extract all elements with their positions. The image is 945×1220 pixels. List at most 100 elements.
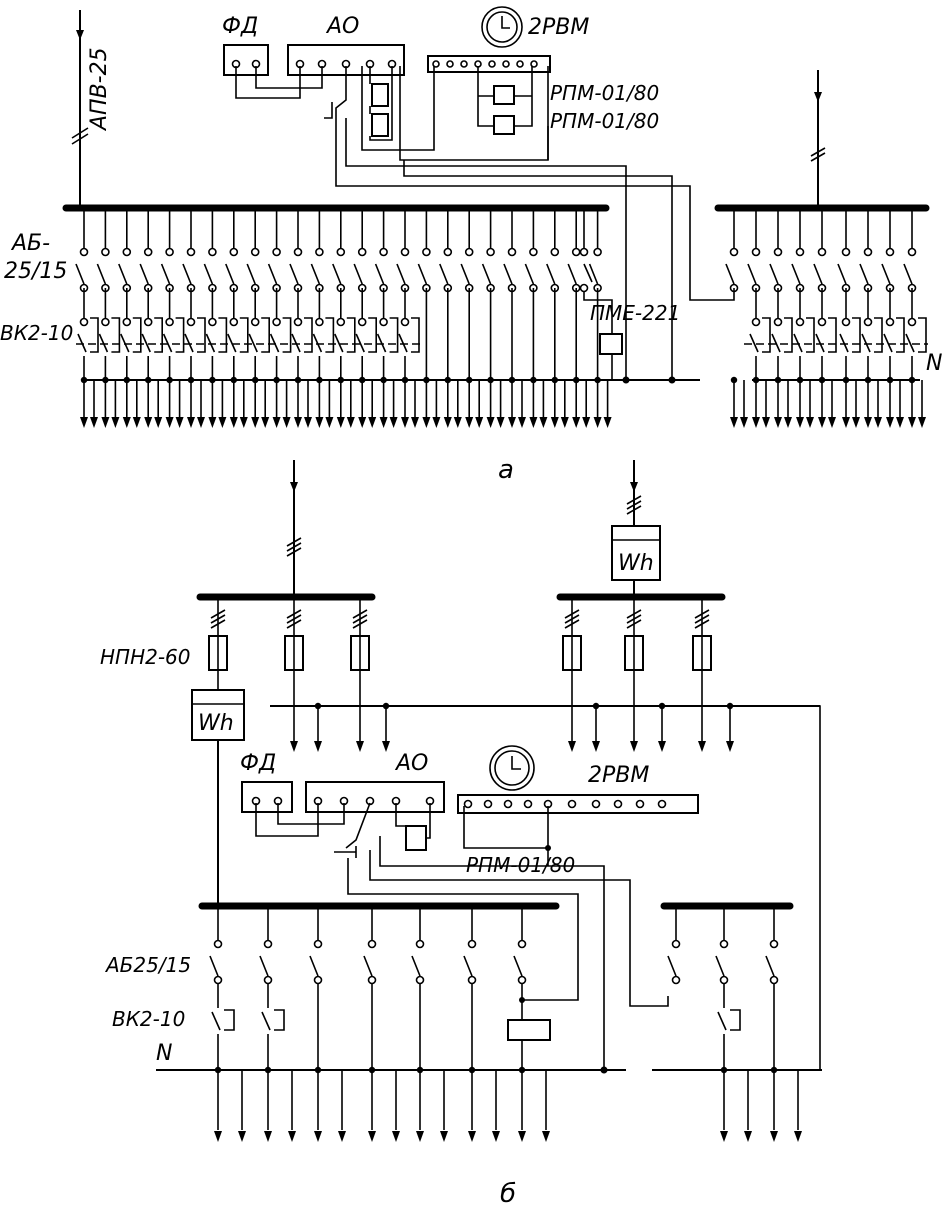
feeder-b-right xyxy=(715,906,752,1142)
breaker-terminal xyxy=(817,247,827,257)
breaker-terminal xyxy=(313,939,323,949)
arrow-head xyxy=(336,417,345,428)
phase-marks xyxy=(564,609,580,629)
breaker-terminal xyxy=(517,975,527,985)
breaker-terminal xyxy=(315,247,324,257)
caption-a: а xyxy=(498,455,514,485)
switch-terminal xyxy=(315,317,324,327)
breaker-contact xyxy=(747,263,757,285)
breaker-contact xyxy=(546,263,556,285)
input-line-a-right xyxy=(810,70,826,208)
breaker-contact xyxy=(903,263,913,285)
arrow-head xyxy=(465,417,474,428)
arrow-head xyxy=(432,417,441,428)
photo-sensor-a: ФД xyxy=(222,14,269,76)
relay-a: РПМ-01/80 РПМ-01/80 xyxy=(477,66,659,135)
arrow-head xyxy=(896,417,904,428)
breaker-contact xyxy=(246,263,256,285)
arrow-head xyxy=(908,417,916,428)
breaker-terminal xyxy=(464,247,474,257)
breaker-contact xyxy=(725,263,735,285)
switch-terminal xyxy=(186,317,196,327)
arrow-head xyxy=(796,417,804,428)
arrow-head xyxy=(325,417,334,428)
breaker-terminal xyxy=(357,247,367,257)
fuse xyxy=(350,597,370,752)
breaker-contact xyxy=(481,263,492,285)
switch-contact xyxy=(248,333,258,353)
arrow-head xyxy=(197,417,205,428)
arrow-head xyxy=(290,741,298,752)
phase-marks xyxy=(210,609,226,629)
breaker-terminal xyxy=(79,247,89,257)
input-breaker-a-label: АПВ-25 xyxy=(87,47,112,132)
arrow-head xyxy=(440,1131,448,1142)
breaker-terminal xyxy=(863,247,873,257)
meter-b-left-label: Wh xyxy=(198,711,234,736)
auto-unit-b-label: АО xyxy=(394,751,428,776)
breaker-contact xyxy=(96,263,107,285)
distribution-drop xyxy=(726,702,734,752)
feeder-a xyxy=(96,208,121,428)
arrow-head xyxy=(752,417,760,428)
breaker-contact xyxy=(524,263,535,285)
arrow-head xyxy=(762,417,770,428)
breaker-contact xyxy=(267,263,278,285)
switch-contact xyxy=(717,1011,727,1031)
switch-contact xyxy=(334,333,344,353)
breaker-terminal xyxy=(367,975,377,985)
arrow-head xyxy=(486,417,495,428)
feeder-a-right xyxy=(769,208,793,428)
switch-terminal xyxy=(885,317,895,327)
breaker-terminal xyxy=(229,247,239,257)
arrow-head xyxy=(828,417,836,428)
switch-contact xyxy=(905,333,915,353)
breaker-contact xyxy=(225,263,235,285)
feeder-a xyxy=(567,208,591,428)
arrow-head xyxy=(784,417,792,428)
arrow-head xyxy=(582,417,591,428)
fuses-b xyxy=(208,597,712,752)
arrow-head xyxy=(282,417,291,428)
auto-unit-a-coils xyxy=(369,66,393,141)
arrow-head xyxy=(154,417,163,428)
starter-b xyxy=(507,1019,551,1041)
breaker-contact xyxy=(791,263,801,285)
photo-sensor-b-label: ФД xyxy=(240,751,276,776)
arrow-head xyxy=(392,1131,400,1142)
switch-terminal xyxy=(143,317,153,327)
arrow-head xyxy=(593,417,602,428)
timer-b-terminals xyxy=(463,799,667,809)
arrow-head xyxy=(539,417,548,428)
arrow-head xyxy=(382,741,390,752)
feeder-a xyxy=(417,208,441,428)
arrow-head xyxy=(422,417,431,428)
arrow-head xyxy=(720,1131,728,1142)
feeder-a xyxy=(460,208,484,428)
feeder-a xyxy=(182,208,206,428)
switch-contact xyxy=(291,333,301,353)
breaker-terminal xyxy=(593,247,602,257)
feeder-a xyxy=(246,208,270,428)
switch-terminal xyxy=(336,317,346,327)
switch-terminal xyxy=(751,317,761,327)
breaker-terminal xyxy=(719,939,729,949)
switch-terminal xyxy=(250,317,260,327)
breaker-contact xyxy=(513,955,523,977)
feeder-a-right xyxy=(837,208,861,428)
arrow-head xyxy=(208,417,217,428)
input-line-a: АПВ-25 xyxy=(71,10,112,208)
arrow-head xyxy=(272,417,281,428)
switch-contact xyxy=(771,333,781,353)
arrow-head xyxy=(229,417,238,428)
breaker-terminal xyxy=(263,975,273,985)
arrow-head xyxy=(214,1131,222,1142)
feeder-a-right xyxy=(813,208,837,428)
timer-a-label: 2РВМ xyxy=(528,15,589,40)
breaker-terminal xyxy=(550,247,560,257)
breaker-contact xyxy=(310,263,321,285)
arrow-head xyxy=(658,741,666,752)
arrow-head xyxy=(744,1131,752,1142)
arrow-head xyxy=(358,417,367,428)
diagram-b: Wh НПН2-60 Wh ФД xyxy=(100,460,822,1209)
